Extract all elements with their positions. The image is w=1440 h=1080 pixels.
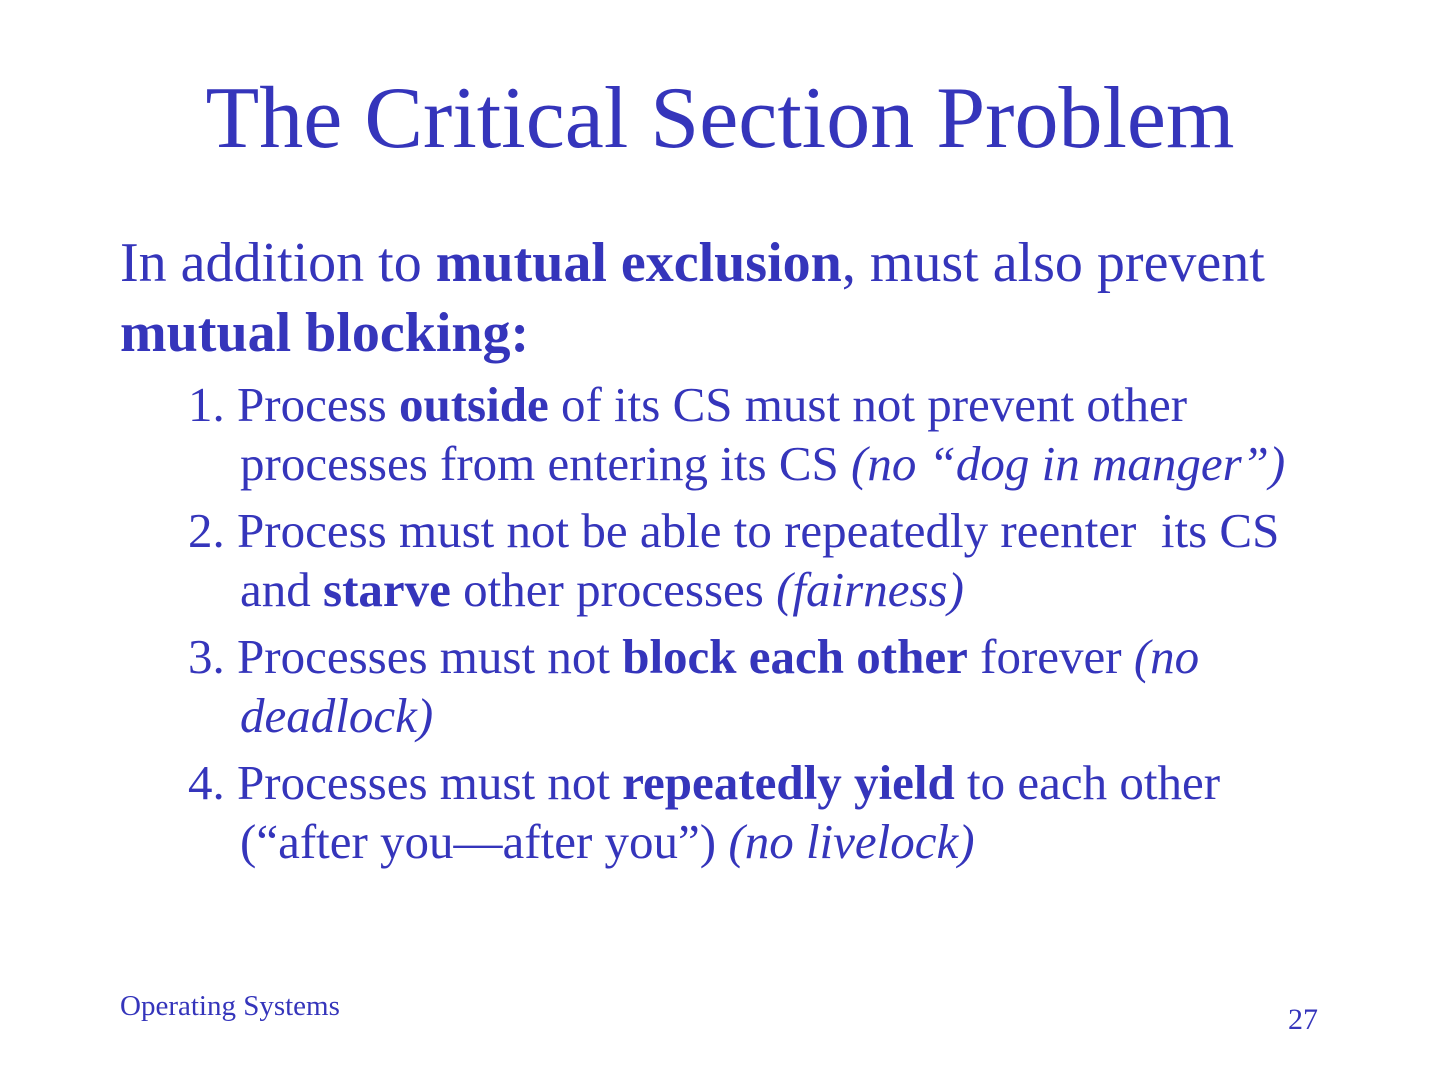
text-line: 2. Process must not be able to repeatedl… [188, 503, 1280, 558]
text-line: (“after you—after you”) (no livelock) [240, 814, 975, 869]
text-line: In addition to mutual exclusion, must al… [120, 232, 1265, 294]
text-line: processes from entering its CS (no “dog … [240, 436, 1286, 491]
footer-course-label: Operating Systems [120, 990, 340, 1022]
text-line: deadlock) [240, 688, 434, 743]
page-number: 27 [1288, 1003, 1318, 1036]
slide-title: The Critical Section Problem [205, 70, 1235, 167]
text-line: 4. Processes must not repeatedly yield t… [188, 755, 1221, 810]
list-item: 4. Processes must not repeatedly yield t… [0, 753, 1410, 871]
bullet-list: 1. Process outside of its CS must not pr… [0, 375, 1410, 879]
list-item: 2. Process must not be able to repeatedl… [0, 501, 1410, 619]
intro-paragraph: In addition to mutual exclusion, must al… [120, 228, 1410, 368]
list-item: 3. Processes must not block each other f… [0, 627, 1410, 745]
text-line: and starve other processes (fairness) [240, 562, 964, 617]
text-line: mutual blocking: [120, 302, 530, 364]
list-item: 1. Process outside of its CS must not pr… [0, 375, 1410, 493]
text-line: 1. Process outside of its CS must not pr… [188, 377, 1188, 432]
text-line: 3. Processes must not block each other f… [188, 629, 1200, 684]
